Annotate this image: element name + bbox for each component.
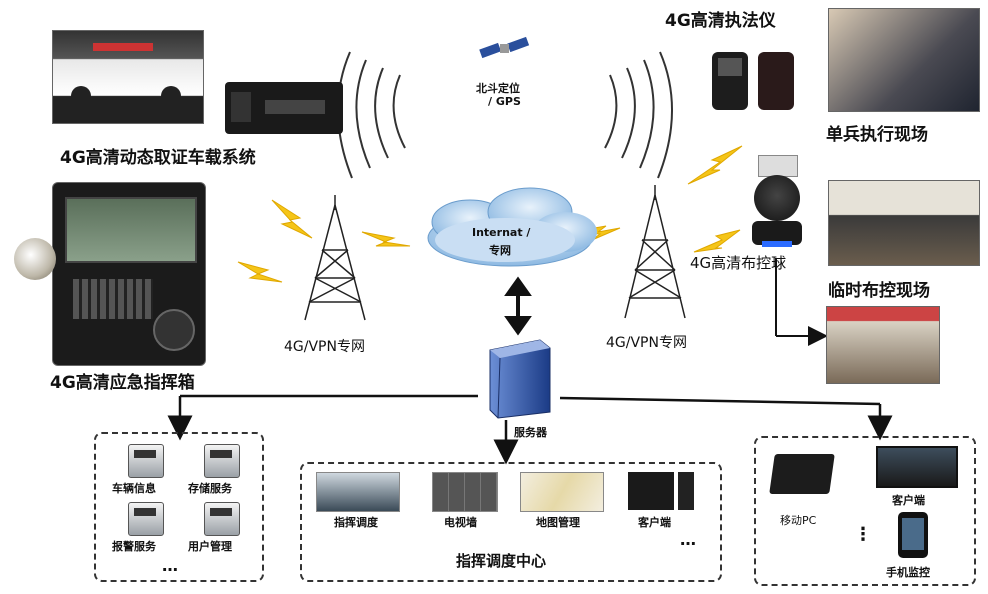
client-pc-thumb xyxy=(628,472,694,510)
phone-monitor-label: 手机监控 xyxy=(886,566,930,579)
dispatch-thumb xyxy=(316,472,400,512)
police-car-image xyxy=(52,30,204,124)
lightning-icons xyxy=(237,145,743,283)
right-panel-more: ⋮ xyxy=(854,524,872,545)
emergency-box-image xyxy=(52,182,206,366)
meeting-scene-image xyxy=(826,306,940,384)
vehicle-dvr-image xyxy=(225,82,343,134)
client-label: 客户端 xyxy=(892,494,925,507)
left-panel-more: … xyxy=(162,556,181,575)
left-service-panel: 车辆信息 存储服务 报警服务 用户管理 … xyxy=(94,432,264,582)
service-item-alarm: 报警服务 xyxy=(112,540,156,553)
cloud-label-2: 专网 xyxy=(489,244,511,257)
signal-waves-left xyxy=(337,51,406,179)
storage-service-icon xyxy=(204,444,240,478)
law-device-image xyxy=(708,50,804,112)
dome-camera-label: 4G高清布控球 xyxy=(690,254,787,272)
mobile-pc-label: 移动PC xyxy=(780,514,817,527)
service-item-vehicle-info: 车辆信息 xyxy=(112,482,156,495)
cloud-server-arrow xyxy=(504,276,532,336)
command-center-title: 指挥调度中心 xyxy=(456,552,547,570)
emergency-box-label: 4G高清应急指挥箱 xyxy=(50,373,195,393)
dome-scene-arrow xyxy=(775,258,828,346)
service-item-storage: 存储服务 xyxy=(188,482,232,495)
center-panel-more: … xyxy=(680,530,699,549)
single-scene-label: 单兵执行现场 xyxy=(826,125,928,145)
dome-camera-icon xyxy=(752,155,802,251)
command-center-panel: 指挥调度 电视墙 地图管理 客户端 … 指挥调度中心 xyxy=(300,462,722,582)
center-item-map: 地图管理 xyxy=(536,516,580,529)
vehicle-system-label: 4G高清动态取证车载系统 xyxy=(60,148,256,168)
server-label: 服务器 xyxy=(514,426,547,439)
client-laptop-image xyxy=(876,446,958,488)
vehicle-info-icon xyxy=(128,444,164,478)
tower-left-icon xyxy=(304,195,366,321)
satellite-label-2: / GPS xyxy=(488,95,521,108)
satellite-icon xyxy=(479,36,530,59)
temp-scene-label: 临时布控现场 xyxy=(828,281,930,301)
center-item-dispatch: 指挥调度 xyxy=(334,516,378,529)
tv-wall-thumb xyxy=(432,472,498,512)
temp-control-scene-image xyxy=(828,180,980,266)
satellite-label-1: 北斗定位 xyxy=(476,82,520,95)
law-device-label: 4G高清执法仪 xyxy=(665,11,776,31)
cloud-label-1: Internat / xyxy=(472,226,531,239)
server-icon xyxy=(489,339,551,419)
single-soldier-scene-image xyxy=(828,8,980,112)
service-item-user-management: 用户管理 xyxy=(188,540,232,553)
mobile-client-panel: 移动PC 客户端 手机监控 ⋮ xyxy=(754,436,976,586)
map-thumb xyxy=(520,472,604,512)
alarm-service-icon xyxy=(128,502,164,536)
signal-waves-right xyxy=(604,51,673,179)
user-management-icon xyxy=(204,502,240,536)
distribution-lines xyxy=(167,394,893,465)
tower-right-icon xyxy=(624,185,686,319)
ptz-camera-icon xyxy=(14,238,56,280)
network-left-label: 4G/VPN专网 xyxy=(284,339,365,355)
laptop-image xyxy=(769,454,835,494)
phone-image xyxy=(898,512,928,558)
center-item-tv-wall: 电视墙 xyxy=(444,516,477,529)
internet-cloud-icon xyxy=(427,187,597,267)
network-right-label: 4G/VPN专网 xyxy=(606,335,687,351)
center-item-client: 客户端 xyxy=(638,516,671,529)
